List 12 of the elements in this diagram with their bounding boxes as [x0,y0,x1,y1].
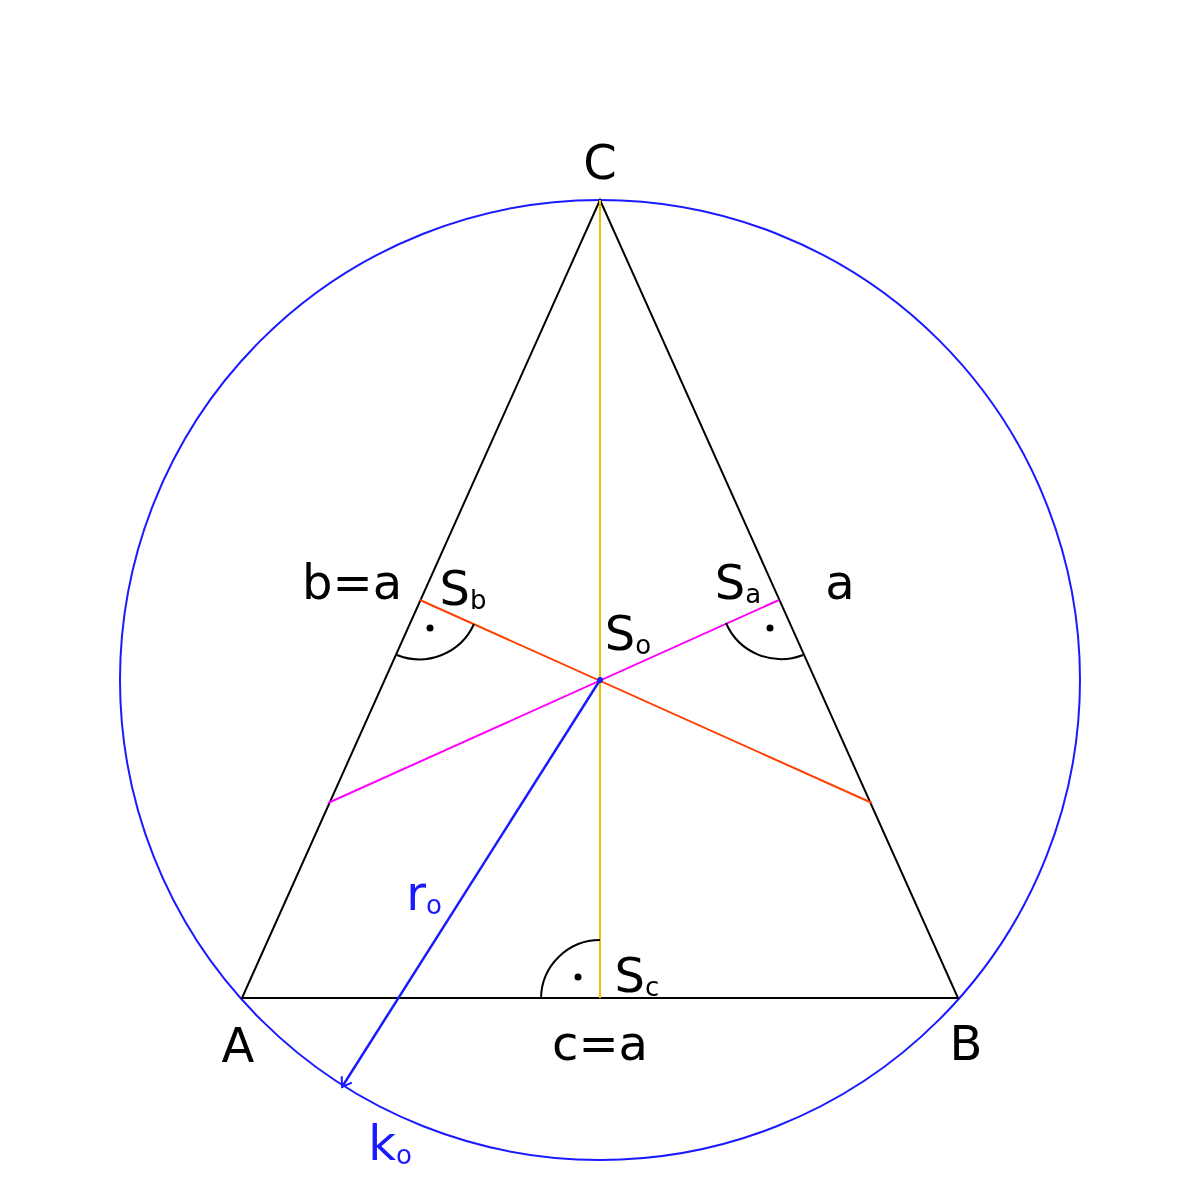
side-label: c=a [552,1019,648,1067]
side-label: b=a [301,558,403,606]
radius-label: r$_{o}$ [406,868,442,918]
midpoint-label: S$_{a}$ [714,557,762,607]
midpoint-label: S$_{c}$ [614,950,660,1000]
circle-label: k$_{o}$ [368,1118,412,1168]
vertex-label: C [583,138,617,186]
center-label: S$_{o}$ [604,608,652,658]
vertex-label: A [221,1021,255,1069]
midpoint-label: S$_{b}$ [439,563,487,613]
vertex-label: B [949,1019,983,1067]
side-label: a [825,558,855,606]
